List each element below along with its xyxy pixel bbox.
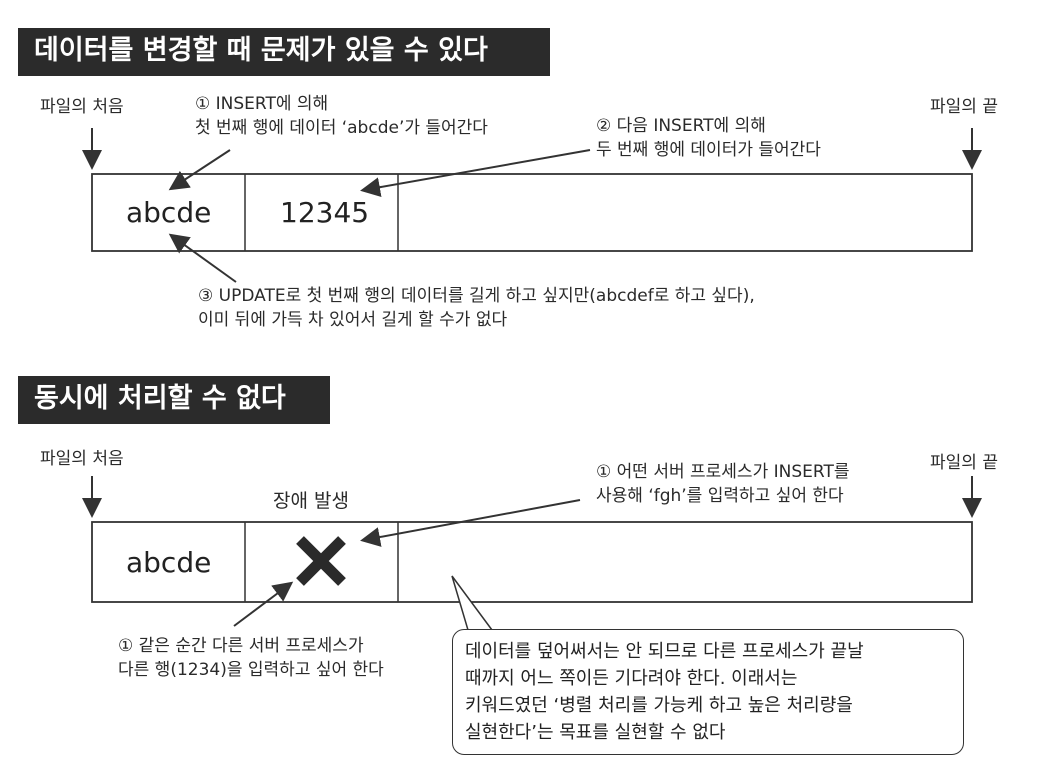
file-strip-2: [91, 521, 973, 603]
file-start-label: 파일의 처음: [40, 97, 124, 117]
process2-note: ① 같은 순간 다른 서버 프로세스가 다른 행(1234)을 입력하고 싶어 …: [118, 634, 384, 682]
section-title-2: 동시에 처리할 수 없다: [18, 376, 330, 424]
file-end-label-2: 파일의 끝: [930, 453, 998, 473]
callout-box: 데이터를 덮어써서는 안 되므로 다른 프로세스가 끝날 때까지 어느 쪽이든 …: [452, 629, 964, 755]
process1-note-line1: ① 어떤 서버 프로세스가 INSERT를: [596, 462, 850, 482]
update-arrow: [168, 233, 237, 283]
process1-arrow: [360, 499, 581, 547]
process2-note-line2: 다른 행(1234)을 입력하고 싶어 한다: [118, 660, 384, 680]
insert2-note: ② 다음 INSERT에 의해 두 번째 행에 데이터가 들어간다: [596, 114, 821, 162]
callout-line-2: 때까지 어느 쪽이든 기다려야 한다. 이래서는: [465, 668, 798, 689]
insert1-note: ① INSERT에 의해 첫 번째 행에 데이터 ‘abcde’가 들어간다: [195, 92, 488, 140]
callout-line-1: 데이터를 덮어써서는 안 되므로 다른 프로세스가 끝날: [465, 641, 864, 662]
insert1-note-line1: ① INSERT에 의해: [195, 94, 329, 114]
cell-row-1-s2: abcde: [126, 546, 212, 579]
x-mark-icon: [296, 536, 346, 586]
update-note-line1: ③ UPDATE로 첫 번째 행의 데이터를 길게 하고 싶지만(abcdef로…: [198, 286, 755, 306]
insert2-note-line2: 두 번째 행에 데이터가 들어간다: [596, 140, 821, 160]
cell-row-2: 12345: [280, 196, 370, 229]
callout-pointer: [451, 575, 493, 631]
file-start-label-2: 파일의 처음: [40, 449, 124, 469]
cell-row-1: abcde: [126, 196, 212, 229]
callout-line-3: 키워드였던 ‘병렬 처리를 가능케 하고 높은 처리량을: [465, 695, 853, 716]
file-end-label: 파일의 끝: [930, 97, 998, 117]
process1-note-line2: 사용해 ‘fgh’를 입력하고 싶어 한다: [596, 486, 844, 506]
process1-note: ① 어떤 서버 프로세스가 INSERT를 사용해 ‘fgh’를 입력하고 싶어…: [596, 460, 849, 508]
process2-arrow: [233, 581, 294, 627]
insert2-note-line1: ② 다음 INSERT에 의해: [596, 116, 766, 136]
process2-note-line1: ① 같은 순간 다른 서버 프로세스가: [118, 636, 364, 656]
update-note: ③ UPDATE로 첫 번째 행의 데이터를 길게 하고 싶지만(abcdef로…: [198, 284, 755, 332]
insert1-note-line2: 첫 번째 행에 데이터 ‘abcde’가 들어간다: [195, 118, 488, 138]
failure-label: 장애 발생: [273, 490, 349, 512]
insert1-arrow: [168, 149, 231, 191]
file-strip-1: [91, 173, 973, 252]
insert2-arrow: [360, 149, 591, 198]
update-note-line2: 이미 뒤에 가득 차 있어서 길게 할 수가 없다: [198, 310, 508, 330]
callout-line-4: 실현한다’는 목표를 실현할 수 없다: [465, 722, 726, 743]
section-title: 데이터를 변경할 때 문제가 있을 수 있다: [18, 28, 550, 76]
